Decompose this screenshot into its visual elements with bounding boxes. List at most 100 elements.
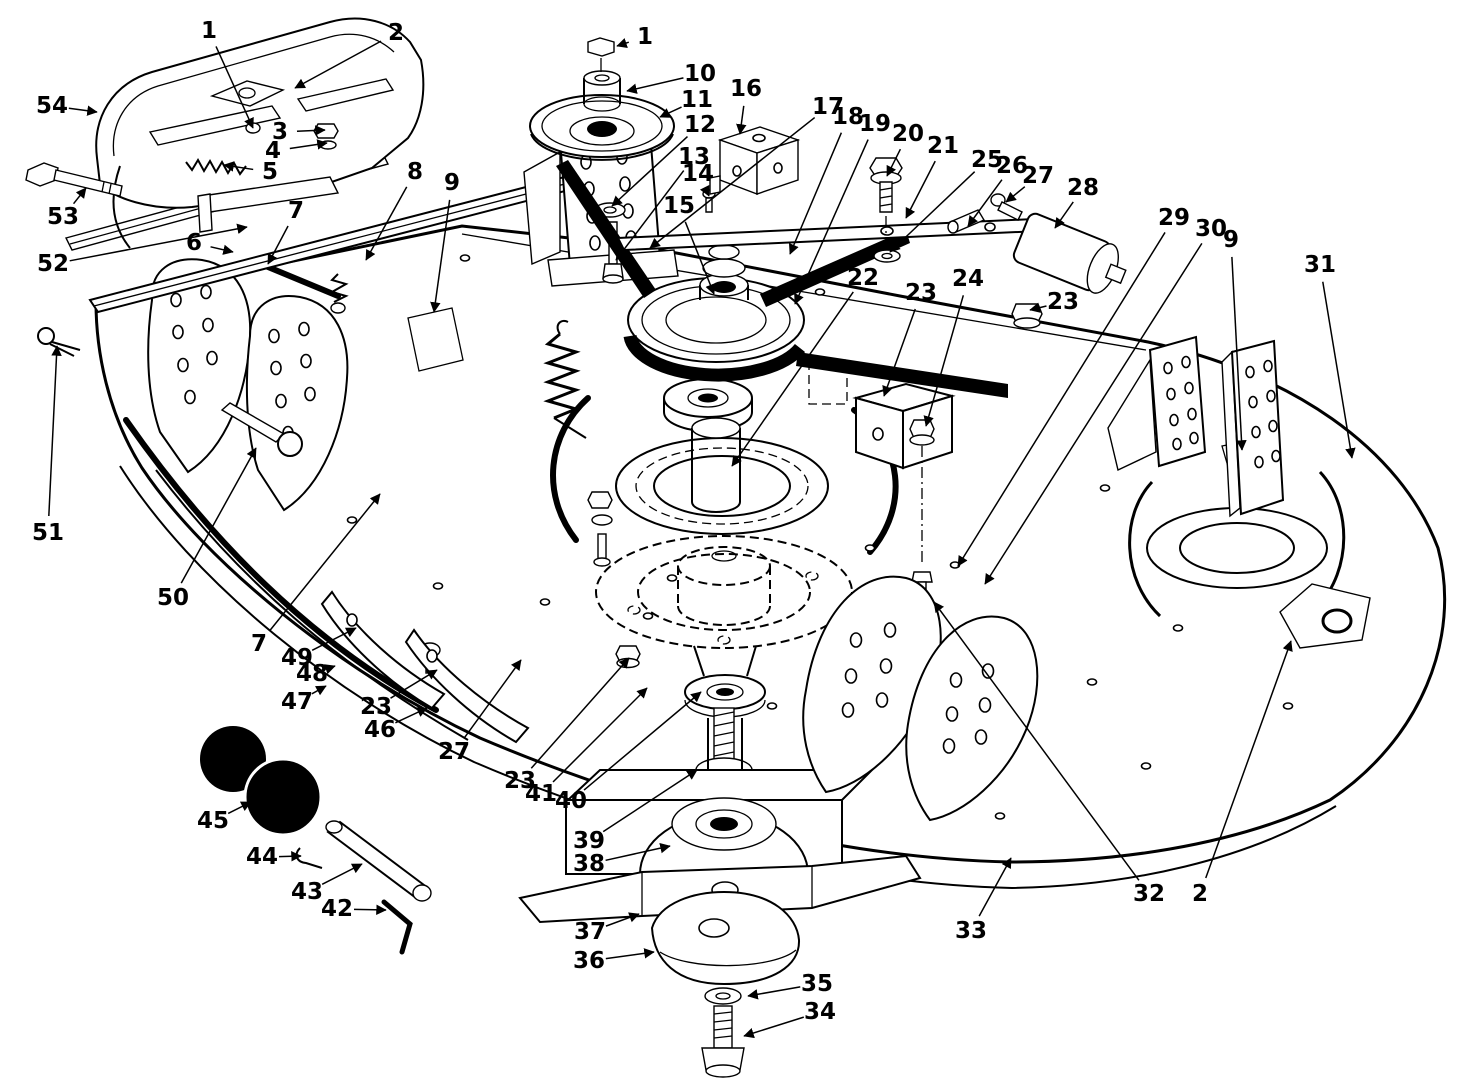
- callout-54: 54: [36, 93, 68, 119]
- callout-38: 38: [573, 851, 605, 877]
- callout-18: 18: [832, 104, 864, 130]
- leader-line-7: [267, 225, 289, 265]
- callout-43: 43: [291, 879, 323, 905]
- leader-line-1: [616, 38, 630, 49]
- callout-9: 9: [444, 170, 460, 196]
- springs-small-hardware: [329, 273, 641, 674]
- callout-13: 13: [678, 144, 710, 170]
- callout-50: 50: [157, 585, 189, 611]
- callout-1: 1: [637, 24, 653, 50]
- leader-line-36: [605, 948, 655, 960]
- callout-39: 39: [573, 828, 605, 854]
- callout-7: 7: [251, 631, 267, 657]
- leader-line-23: [882, 308, 916, 397]
- leader-line-5: [223, 161, 254, 172]
- leader-line-51: [48, 345, 62, 517]
- leader-line-48: [324, 664, 336, 675]
- callout-3: 3: [272, 119, 288, 145]
- leader-line-23: [1029, 302, 1047, 313]
- leader-line-39: [602, 769, 698, 833]
- left-baffles: [320, 590, 530, 744]
- callout-44: 44: [246, 844, 278, 870]
- leader-line-13: [615, 170, 685, 261]
- leader-line-10: [626, 77, 684, 94]
- callout-15: 15: [663, 193, 695, 219]
- callout-14: 14: [682, 161, 714, 187]
- idler-bar-hardware: [616, 157, 1127, 329]
- leader-line-22: [731, 291, 854, 467]
- leader-line-15: [684, 221, 716, 295]
- leader-line-42: [353, 904, 387, 916]
- leader-line-11: [659, 106, 682, 118]
- callout-47: 47: [281, 689, 313, 715]
- callout-31: 31: [1304, 252, 1336, 278]
- callout-1: 1: [201, 18, 217, 44]
- leader-line-40: [583, 691, 702, 791]
- leader-line-14: [699, 184, 710, 197]
- leader-line-32: [933, 601, 1140, 881]
- leader-line-9: [1231, 256, 1247, 451]
- leader-line-27: [1005, 186, 1026, 203]
- leader-line-2: [294, 40, 382, 89]
- leader-line-8: [365, 186, 408, 261]
- leader-line-50: [180, 447, 257, 584]
- callout-25: 25: [971, 147, 1003, 173]
- leader-line-38: [605, 842, 671, 862]
- leader-line-45: [227, 801, 252, 815]
- callout-51: 51: [32, 520, 64, 546]
- right-baffles: [802, 575, 1039, 822]
- callout-36: 36: [573, 948, 605, 974]
- u-bracket: [709, 126, 801, 196]
- callout-32: 32: [1133, 881, 1165, 907]
- callout-27: 27: [438, 739, 470, 765]
- callout-46: 46: [364, 717, 396, 743]
- right-hanger-brackets: [1107, 335, 1285, 518]
- leader-line-49: [311, 627, 357, 651]
- callout-40: 40: [555, 788, 587, 814]
- leader-line-29: [957, 232, 1166, 567]
- callout-9: 9: [1223, 227, 1239, 253]
- leader-line-17: [649, 116, 816, 249]
- callout-52: 52: [37, 251, 69, 277]
- callout-22: 22: [847, 265, 879, 291]
- callout-28: 28: [1067, 175, 1099, 201]
- callout-2: 2: [388, 20, 404, 46]
- callout-11: 11: [681, 87, 713, 113]
- callout-17: 17: [812, 94, 844, 120]
- wheels-and-rods: [37, 327, 432, 955]
- leader-line-44: [278, 851, 302, 862]
- callout-35: 35: [801, 971, 833, 997]
- callout-37: 37: [574, 919, 606, 945]
- leader-line-2: [1205, 640, 1293, 879]
- callout-2: 2: [1192, 881, 1208, 907]
- leader-line-31: [1322, 281, 1356, 459]
- callout-7: 7: [288, 198, 304, 224]
- callout-23: 23: [360, 694, 392, 720]
- callout-20: 20: [892, 121, 924, 147]
- leader-line-3: [296, 125, 326, 136]
- blade-assembly: [518, 718, 922, 1078]
- callout-42: 42: [321, 896, 353, 922]
- leader-line-9: [430, 199, 451, 313]
- leader-line-25: [889, 171, 976, 253]
- callout-34: 34: [804, 999, 836, 1025]
- leader-line-28: [1054, 201, 1074, 229]
- leader-line-23: [530, 657, 630, 769]
- v-belt: [556, 160, 1008, 398]
- leader-line-24: [923, 295, 965, 427]
- callout-6: 6: [186, 230, 202, 256]
- callout-29: 29: [1158, 205, 1190, 231]
- callout-23: 23: [1047, 289, 1079, 315]
- leader-line-34: [743, 1016, 805, 1039]
- leader-line-18: [788, 132, 843, 255]
- callout-12: 12: [684, 112, 716, 138]
- leader-line-7: [269, 493, 381, 632]
- leader-line-33: [978, 857, 1012, 917]
- leader-line-43: [321, 863, 363, 885]
- callout-21: 21: [927, 133, 959, 159]
- leader-line-12: [611, 135, 688, 207]
- callout-19: 19: [859, 111, 891, 137]
- leader-line-46: [395, 707, 428, 724]
